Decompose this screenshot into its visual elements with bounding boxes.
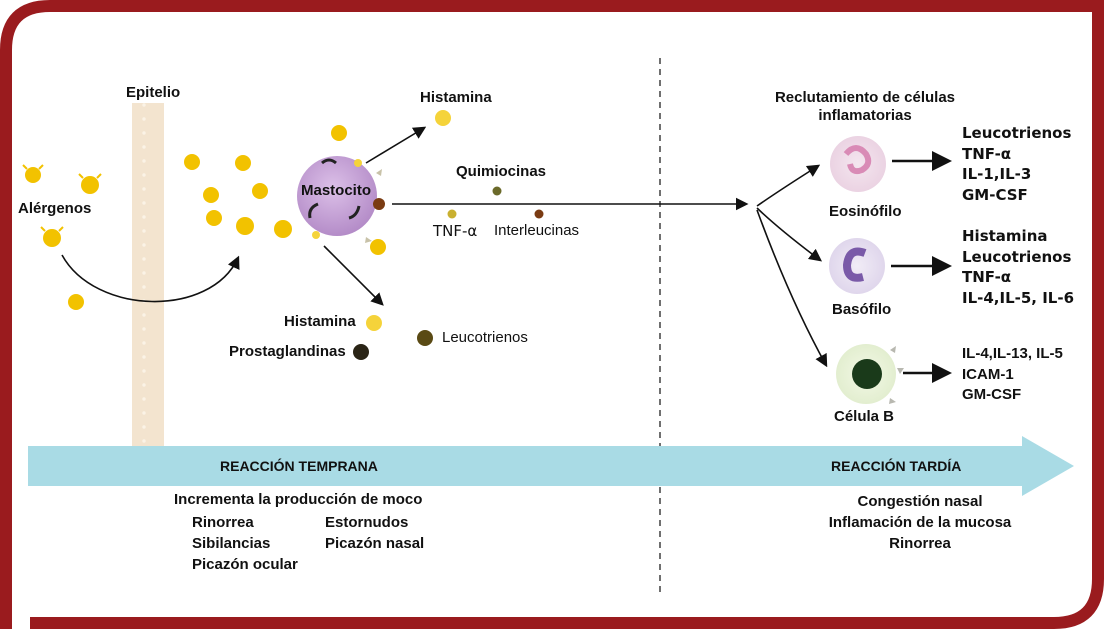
allergen-particles [22,125,386,310]
quimiocinas-label: Quimiocinas [456,163,547,180]
interleucinas-label: Interleucinas [494,222,580,239]
prostaglandinas-label: Prostaglandinas [229,343,346,360]
mediator-item: TNF-α [962,144,1012,163]
allergen-particle [252,183,268,199]
allergens-label: Alérgenos [18,200,92,217]
eosinophil-cell [830,136,886,192]
epithelium-label: Epitelio [126,84,181,101]
allergen-particle [40,226,64,247]
arrow-to-histamine-top [365,126,427,164]
mediator-item: Histamina [962,227,1048,245]
effect-item: Rinorrea [889,535,951,552]
tnf-dot [447,209,457,219]
allergen-particle [274,220,292,238]
allergen-particle [236,217,254,235]
early-effects-col2: Estornudos Picazón nasal [325,512,424,554]
arrow-to-basophil [756,207,823,262]
allergen-particle [203,187,219,203]
basophil-mediator-list: Histamina Leucotrienos TNF-α IL-4,IL-5, … [962,226,1074,308]
histamine-dot-top [435,110,451,126]
arrow-to-eosinophil [756,164,821,207]
reaction-timeline-arrow [28,436,1074,496]
mediator-item: Leucotrienos [962,247,1072,266]
recruitment-label: Reclutamiento de células inflamatorias [774,89,956,124]
early-reaction-title: REACCIÓN TEMPRANA [220,458,378,474]
tnf-label: TNF-α [433,222,478,240]
allergen-particle [78,173,102,194]
allergen-particle [206,210,222,226]
quimiocinas-dot [492,186,502,196]
effect-item: Congestión nasal [857,493,983,510]
leucotrienos-dot [417,330,433,346]
effect-item: Picazón ocular [192,556,298,573]
effect-item: Estornudos [325,514,409,531]
mediator-item: IL-1,IL-3 [962,165,1032,183]
effect-item: Picazón nasal [325,535,425,552]
eosinophil-label: Eosinófilo [829,203,902,220]
allergen-particle [68,294,84,310]
mediator-item: TNF-α [962,268,1012,286]
basophil-label: Basófilo [832,301,892,318]
histamine-label-top: Histamina [420,89,492,106]
allergen-particle [184,154,200,170]
b-cell [836,344,904,404]
bcell-mediator-list: IL-4,IL-13, IL-5 ICAM-1 GM-CSF [962,344,1063,406]
arrow-to-bcell [756,209,828,368]
leucotrienos-label: Leucotrienos [442,329,528,346]
histamine-label-bottom: Histamina [284,313,356,330]
mediator-item: GM-CSF [962,185,1028,204]
mediator-item: IL-4,IL-13, IL-5 [962,345,1063,362]
early-effects-heading: Incrementa la producción de moco [174,491,423,508]
allergen-entry-arrow [61,254,240,303]
mediator-item: Leucotrienos [962,124,1072,142]
mediator-item: IL-4,IL-5, IL-6 [962,288,1075,307]
mediator-item: GM-CSF [962,386,1022,403]
allergen-particle [235,155,251,171]
mast-cell-label: Mastocito [301,182,372,199]
bcell-label: Célula B [834,408,895,425]
early-effects-col1: Rinorrea Sibilancias Picazón ocular [192,512,298,575]
allergen-particle [370,239,386,255]
late-effects-list: Congestión nasal Inflamación de la mucos… [770,491,1070,554]
arrow-to-histamine-bottom [323,245,384,306]
allergen-particle [22,164,44,183]
effect-item: Sibilancias [192,535,271,552]
effect-item: Rinorrea [192,514,254,531]
epithelium-layer [132,103,164,457]
prostaglandinas-dot [353,344,369,360]
basophil-cell [829,238,885,294]
effect-item: Inflamación de la mucosa [828,514,1012,531]
mediator-item: ICAM-1 [962,365,1014,383]
allergen-particle [331,125,347,141]
mast-cell [297,156,385,243]
interleucinas-dot [534,209,544,219]
histamine-dot-bottom [366,315,382,331]
eosinophil-mediator-list: Leucotrienos TNF-α IL-1,IL-3 GM-CSF [962,123,1071,205]
late-reaction-title: REACCIÓN TARDÍA [831,458,962,474]
